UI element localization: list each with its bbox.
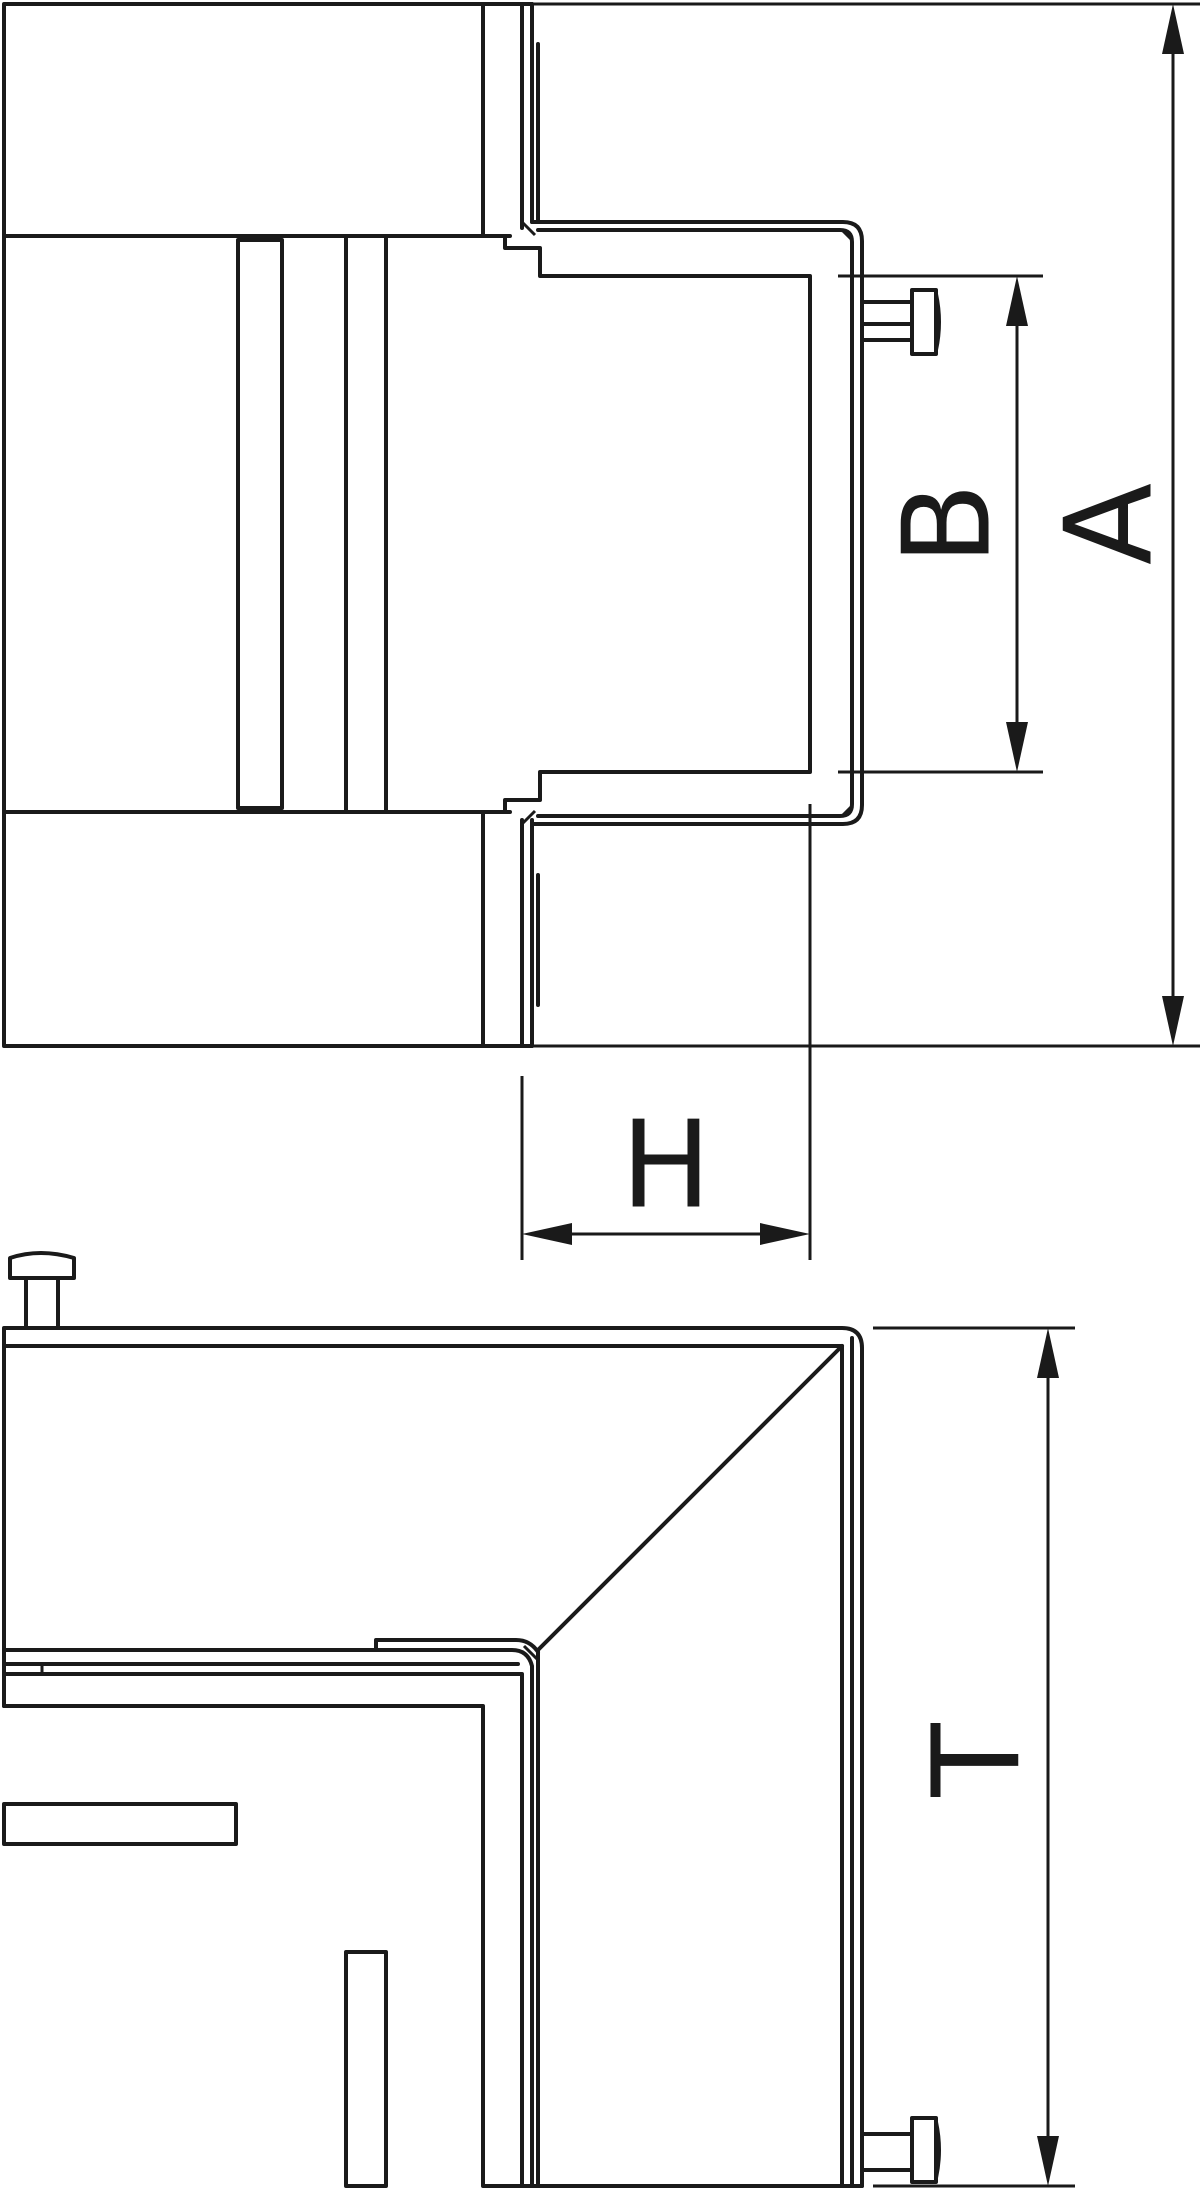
top-view-groove-1	[236, 238, 284, 810]
top-view-cover-bracket	[503, 220, 864, 826]
top-view-screw	[860, 288, 941, 356]
dimension-label-h: H	[621, 1097, 711, 1236]
dimension-b: B	[838, 274, 1043, 774]
dimension-label-b: B	[879, 483, 1018, 565]
side-view-slot-horizontal	[2, 1802, 238, 1846]
side-view-miter-line	[536, 1344, 844, 1652]
side-view	[2, 1251, 941, 2188]
side-view-bottom-screw	[860, 2116, 941, 2184]
side-view-inner-bracket	[2, 1638, 540, 2188]
dimension-t: T	[873, 1326, 1075, 2188]
dimension-label-t: T	[909, 1723, 1048, 1798]
side-view-lower-frame	[2, 1704, 864, 2188]
top-view-upper-block	[481, 2, 540, 238]
dimension-a: A	[532, 2, 1200, 1048]
dimension-h: H	[520, 804, 812, 1260]
side-view-slot-vertical	[344, 1950, 388, 2188]
side-view-top-screw	[8, 1251, 76, 1330]
top-view-groove-2	[344, 234, 388, 814]
top-view-bracket-corners	[520, 220, 854, 826]
top-view-body-outline	[2, 2, 534, 1048]
dimension-label-a: A	[1041, 483, 1180, 565]
side-view-right-rail	[840, 1336, 854, 2188]
side-view-top-rail	[2, 1326, 864, 2188]
top-view-lower-block	[481, 810, 540, 1048]
top-view	[2, 2, 941, 1048]
